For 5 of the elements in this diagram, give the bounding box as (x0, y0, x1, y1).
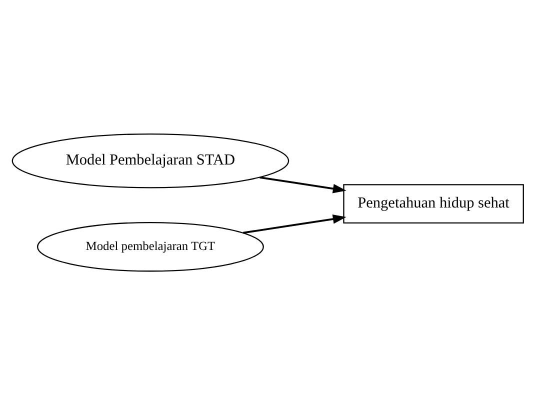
node-box: Pengetahuan hidup sehat (343, 184, 524, 224)
node-ellipse: Model Pembelajaran STAD (12, 133, 290, 188)
arrow (242, 214, 346, 234)
node-ellipse: Model pembelajaran TGT (36, 222, 264, 272)
arrow (260, 176, 346, 194)
